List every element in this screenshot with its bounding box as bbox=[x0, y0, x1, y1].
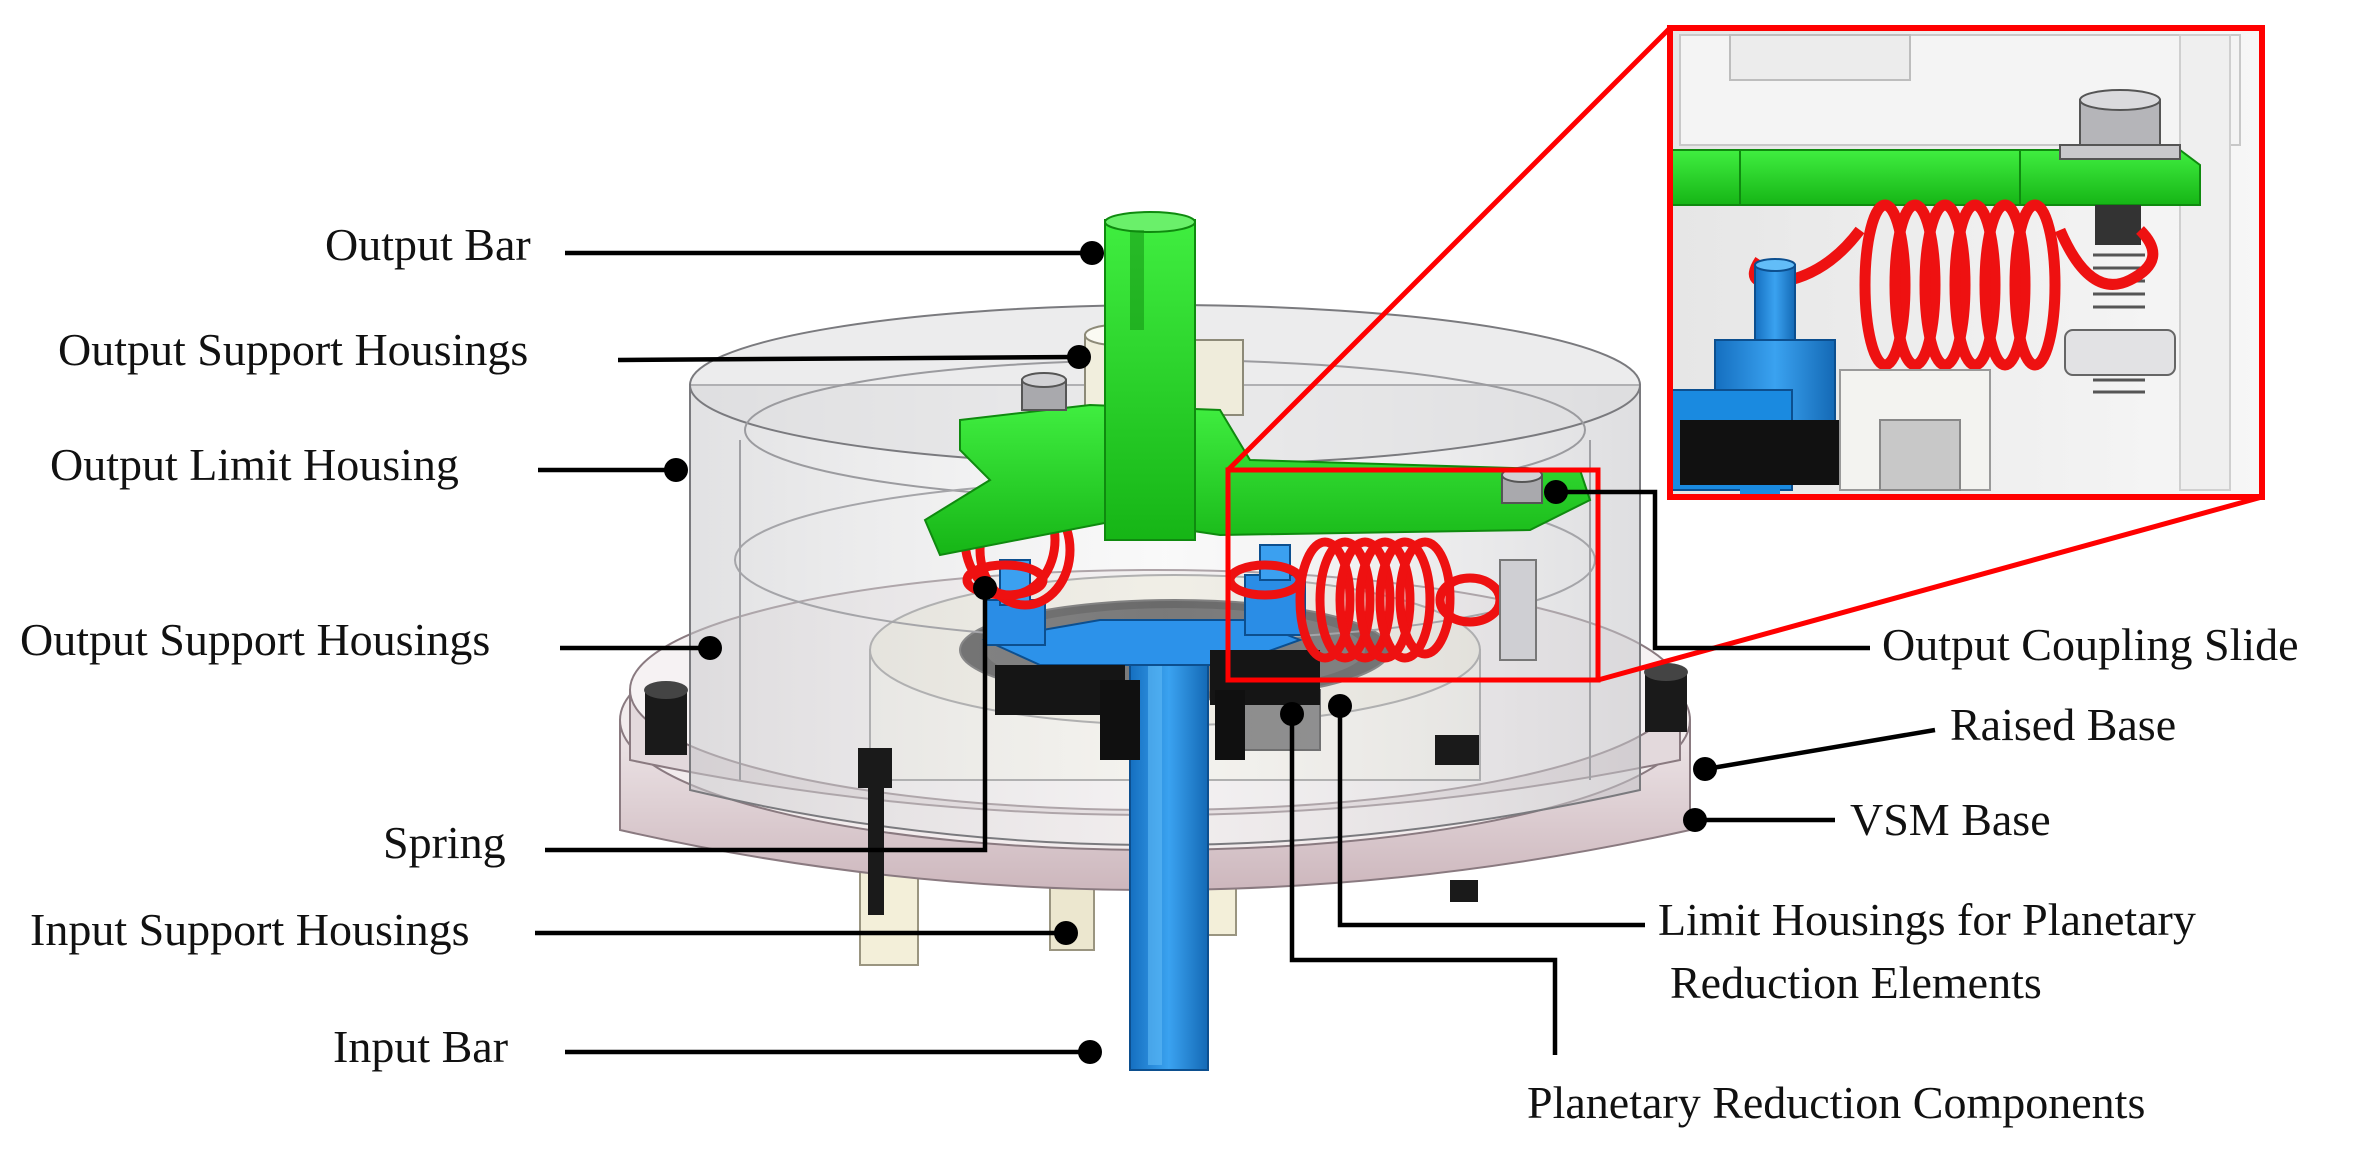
label-limit-housings-line1: Limit Housings for Planetary bbox=[1658, 894, 2196, 945]
leader-dot-icon bbox=[1067, 345, 1091, 369]
callout-raised-base: Raised Base bbox=[1693, 699, 2176, 781]
zoom-source-frame bbox=[1225, 467, 1601, 683]
mechanism-assembly bbox=[619, 211, 1691, 1071]
label-output-limit-housing: Output Limit Housing bbox=[50, 439, 459, 490]
leader-dot-icon bbox=[1054, 921, 1078, 945]
label-vsm-base: VSM Base bbox=[1850, 794, 2051, 845]
plate-bolts bbox=[1021, 372, 1543, 661]
callout-input-bar: Input Bar bbox=[333, 1021, 1102, 1072]
label-output-support-housings-top: Output Support Housings bbox=[58, 324, 528, 375]
label-raised-base: Raised Base bbox=[1950, 699, 2176, 750]
callout-planetary-reduction-components: Planetary Reduction Components bbox=[1280, 702, 2145, 1128]
callout-limit-housings: Limit Housings for Planetary Reduction E… bbox=[1328, 694, 2196, 1008]
leader-dot-icon bbox=[1328, 694, 1352, 718]
callout-output-coupling-slide: Output Coupling Slide bbox=[1544, 480, 2299, 670]
label-input-support-housings: Input Support Housings bbox=[30, 904, 470, 955]
label-output-coupling-slide: Output Coupling Slide bbox=[1882, 619, 2299, 670]
label-planetary-reduction-components: Planetary Reduction Components bbox=[1527, 1077, 2145, 1128]
leader-dot-icon bbox=[1080, 241, 1104, 265]
leader-dot-icon bbox=[1683, 808, 1707, 832]
callout-output-bar: Output Bar bbox=[325, 219, 1104, 270]
zoom-inset bbox=[1226, 25, 2265, 683]
leader-dot-icon bbox=[698, 636, 722, 660]
leader-dot-icon bbox=[1280, 702, 1304, 726]
label-output-bar: Output Bar bbox=[325, 219, 531, 270]
callout-output-support-housings-top: Output Support Housings bbox=[58, 324, 1091, 375]
leader-dot-icon bbox=[1078, 1040, 1102, 1064]
callout-spring: Spring bbox=[383, 576, 997, 868]
callout-output-support-housings-mid: Output Support Housings bbox=[20, 614, 722, 665]
bolts bbox=[644, 663, 1688, 915]
leader-dot-icon bbox=[1693, 757, 1717, 781]
label-output-support-housings-mid: Output Support Housings bbox=[20, 614, 490, 665]
callout-input-support-housings: Input Support Housings bbox=[30, 904, 1078, 955]
leader-dot-icon bbox=[973, 576, 997, 600]
label-spring: Spring bbox=[383, 817, 506, 868]
label-limit-housings-line2: Reduction Elements bbox=[1670, 957, 2042, 1008]
label-input-bar: Input Bar bbox=[333, 1021, 508, 1072]
output-bar bbox=[923, 211, 1592, 557]
leader-dot-icon bbox=[664, 458, 688, 482]
callout-vsm-base: VSM Base bbox=[1683, 794, 2051, 845]
leader-dot-icon bbox=[1544, 480, 1568, 504]
callout-output-limit-housing: Output Limit Housing bbox=[50, 439, 688, 490]
callouts: Output Bar Output Support Housings Outpu… bbox=[20, 219, 2299, 1128]
